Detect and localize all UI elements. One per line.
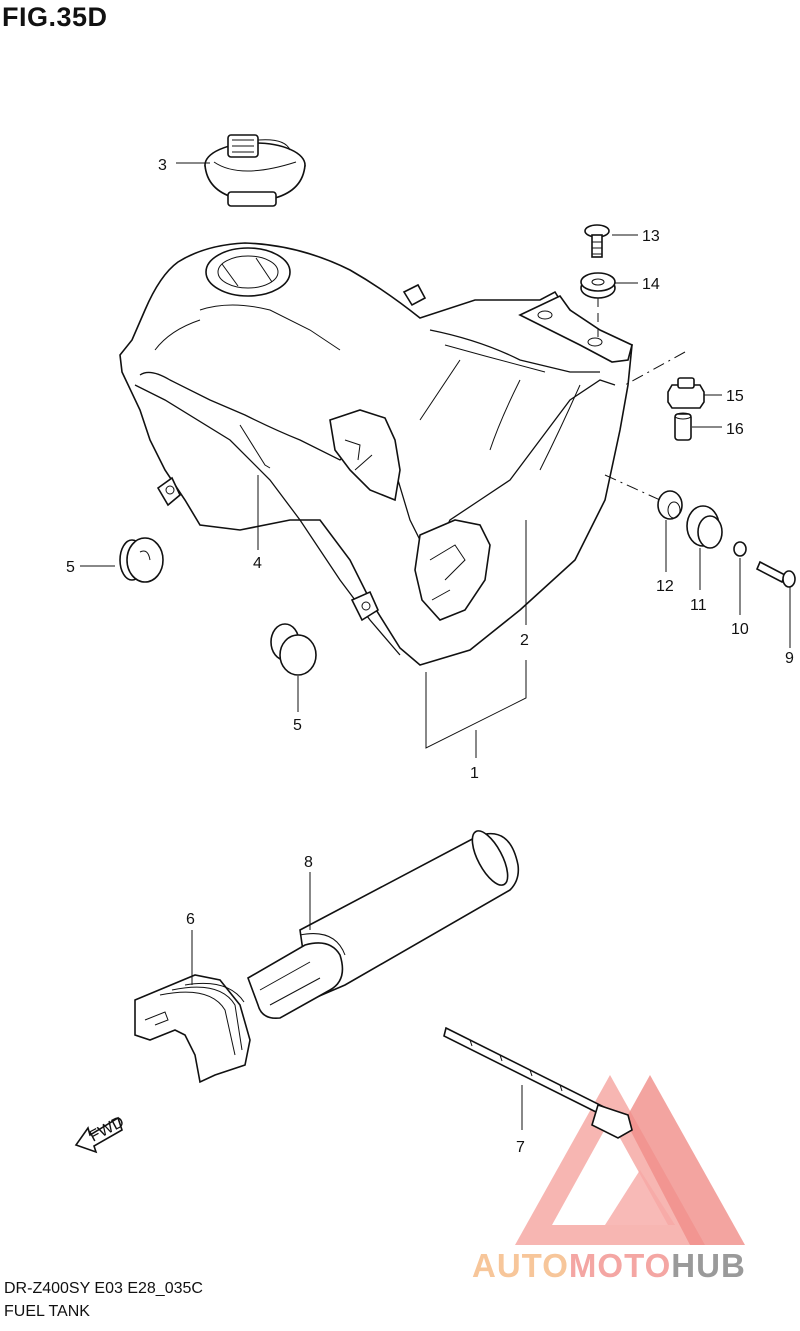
callout-13: 13: [642, 228, 660, 245]
clamp-part-6: [134, 974, 251, 1084]
cushion-part-15: [667, 377, 705, 409]
footer: DR-Z400SY E03 E28_035C FUEL TANK: [4, 1277, 203, 1323]
bolt-part-9: [755, 560, 796, 588]
callout-4: 4: [253, 555, 262, 572]
watermark-logo: [515, 1075, 745, 1245]
callout-10: 10: [731, 621, 749, 638]
callout-7: 7: [516, 1139, 525, 1156]
cushion-part-a: [119, 537, 164, 583]
protector-tube-part-8: [247, 830, 520, 1020]
model-code: DR-Z400SY E03 E28_035C: [4, 1280, 203, 1297]
callout-2: 2: [520, 632, 529, 649]
callout-8: 8: [304, 854, 313, 871]
watermark-auto: AUTO: [472, 1247, 569, 1284]
cushion-part-11: [686, 505, 723, 549]
figure-title: FIG.35D: [2, 2, 108, 32]
leader-lines: [80, 162, 791, 1130]
callout-14: 14: [642, 276, 660, 293]
cable-tie-part-7: [443, 1026, 633, 1139]
grommet-part-14: [580, 272, 616, 299]
washer-part-10: [733, 541, 747, 557]
collar-part-16: [674, 412, 692, 441]
forward-arrow-icon: FWD: [74, 1113, 127, 1154]
fuel-cap-part: [204, 134, 306, 207]
callout-16: 16: [726, 421, 744, 438]
callout-5-a: 5: [66, 559, 75, 576]
callout-15: 15: [726, 388, 744, 405]
cushion-part-12: [657, 490, 683, 520]
callout-9: 9: [785, 650, 794, 667]
bolt-part-13: [584, 224, 610, 258]
callout-12: 12: [656, 578, 674, 595]
watermark-moto: MOTO: [568, 1247, 672, 1284]
callout-1: 1: [470, 765, 479, 782]
callout-3: 3: [158, 157, 167, 174]
fwd-label: FWD: [87, 1113, 127, 1145]
watermark-text: AUTOMOTOHUB: [472, 1247, 746, 1285]
fuel-tank-part: [119, 242, 633, 666]
cushion-part-b: [270, 623, 317, 676]
watermark-hub: HUB: [671, 1247, 746, 1284]
footer-caption: FUEL TANK: [4, 1303, 90, 1320]
watermark-triangle: [515, 1075, 745, 1245]
callout-6: 6: [186, 911, 195, 928]
callout-labels: 3 13 14 15 16 5 4 5 12 11 10 9 2 1 8 6 7: [66, 157, 794, 1156]
callout-5-b: 5: [293, 717, 302, 734]
callout-11: 11: [690, 597, 707, 614]
